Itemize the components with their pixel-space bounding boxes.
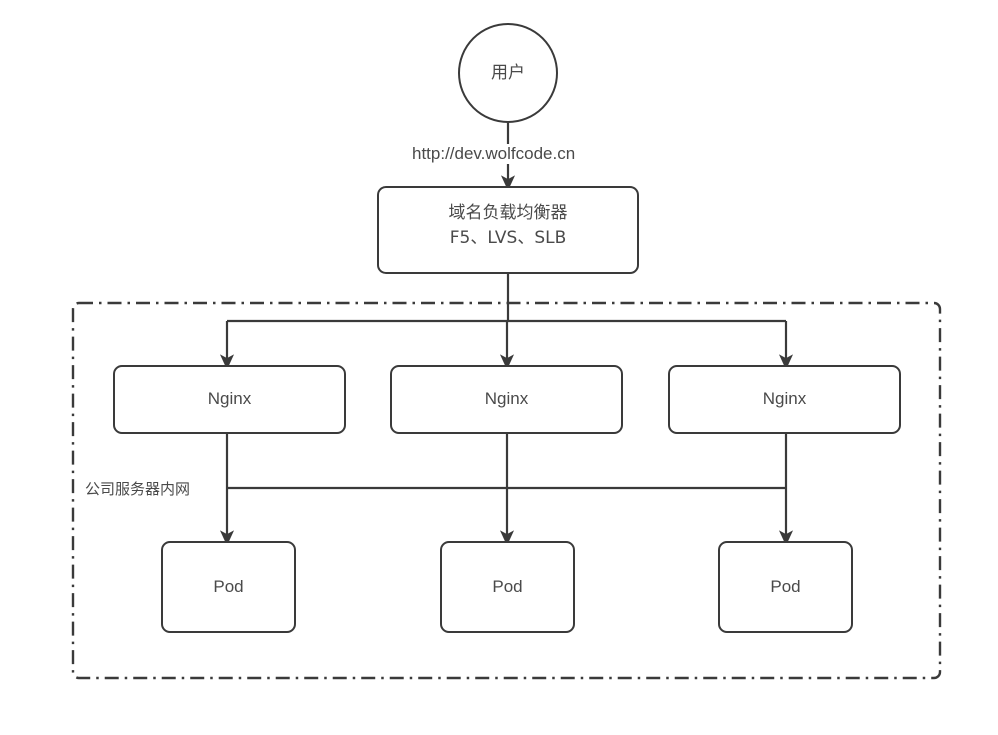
node-user[interactable]: 用户 (458, 23, 558, 123)
intranet-group-border (71, 301, 942, 680)
node-pod-1-label: Pod (213, 577, 244, 596)
node-pod-2[interactable]: Pod (440, 541, 575, 633)
node-pod-3-label: Pod (770, 577, 801, 596)
edge-label-user-to-lb: http://dev.wolfcode.cn (408, 144, 580, 164)
node-load-balancer-label: 域名负载均衡器 F5、LVS、SLB (448, 203, 568, 248)
node-pod-2-label: Pod (492, 577, 523, 596)
node-load-balancer[interactable]: 域名负载均衡器 F5、LVS、SLB (377, 186, 639, 274)
intranet-group-label: 公司服务器内网 (85, 478, 196, 499)
node-nginx-1-label: Nginx (207, 389, 252, 409)
node-nginx-3-label: Nginx (762, 389, 807, 409)
node-nginx-2[interactable]: Nginx (390, 365, 623, 434)
node-user-label: 用户 (491, 62, 525, 83)
node-pod-3[interactable]: Pod (718, 541, 853, 633)
node-nginx-1[interactable]: Nginx (113, 365, 346, 434)
node-pod-1[interactable]: Pod (161, 541, 296, 633)
node-nginx-3[interactable]: Nginx (668, 365, 901, 434)
node-nginx-2-label: Nginx (484, 389, 529, 409)
